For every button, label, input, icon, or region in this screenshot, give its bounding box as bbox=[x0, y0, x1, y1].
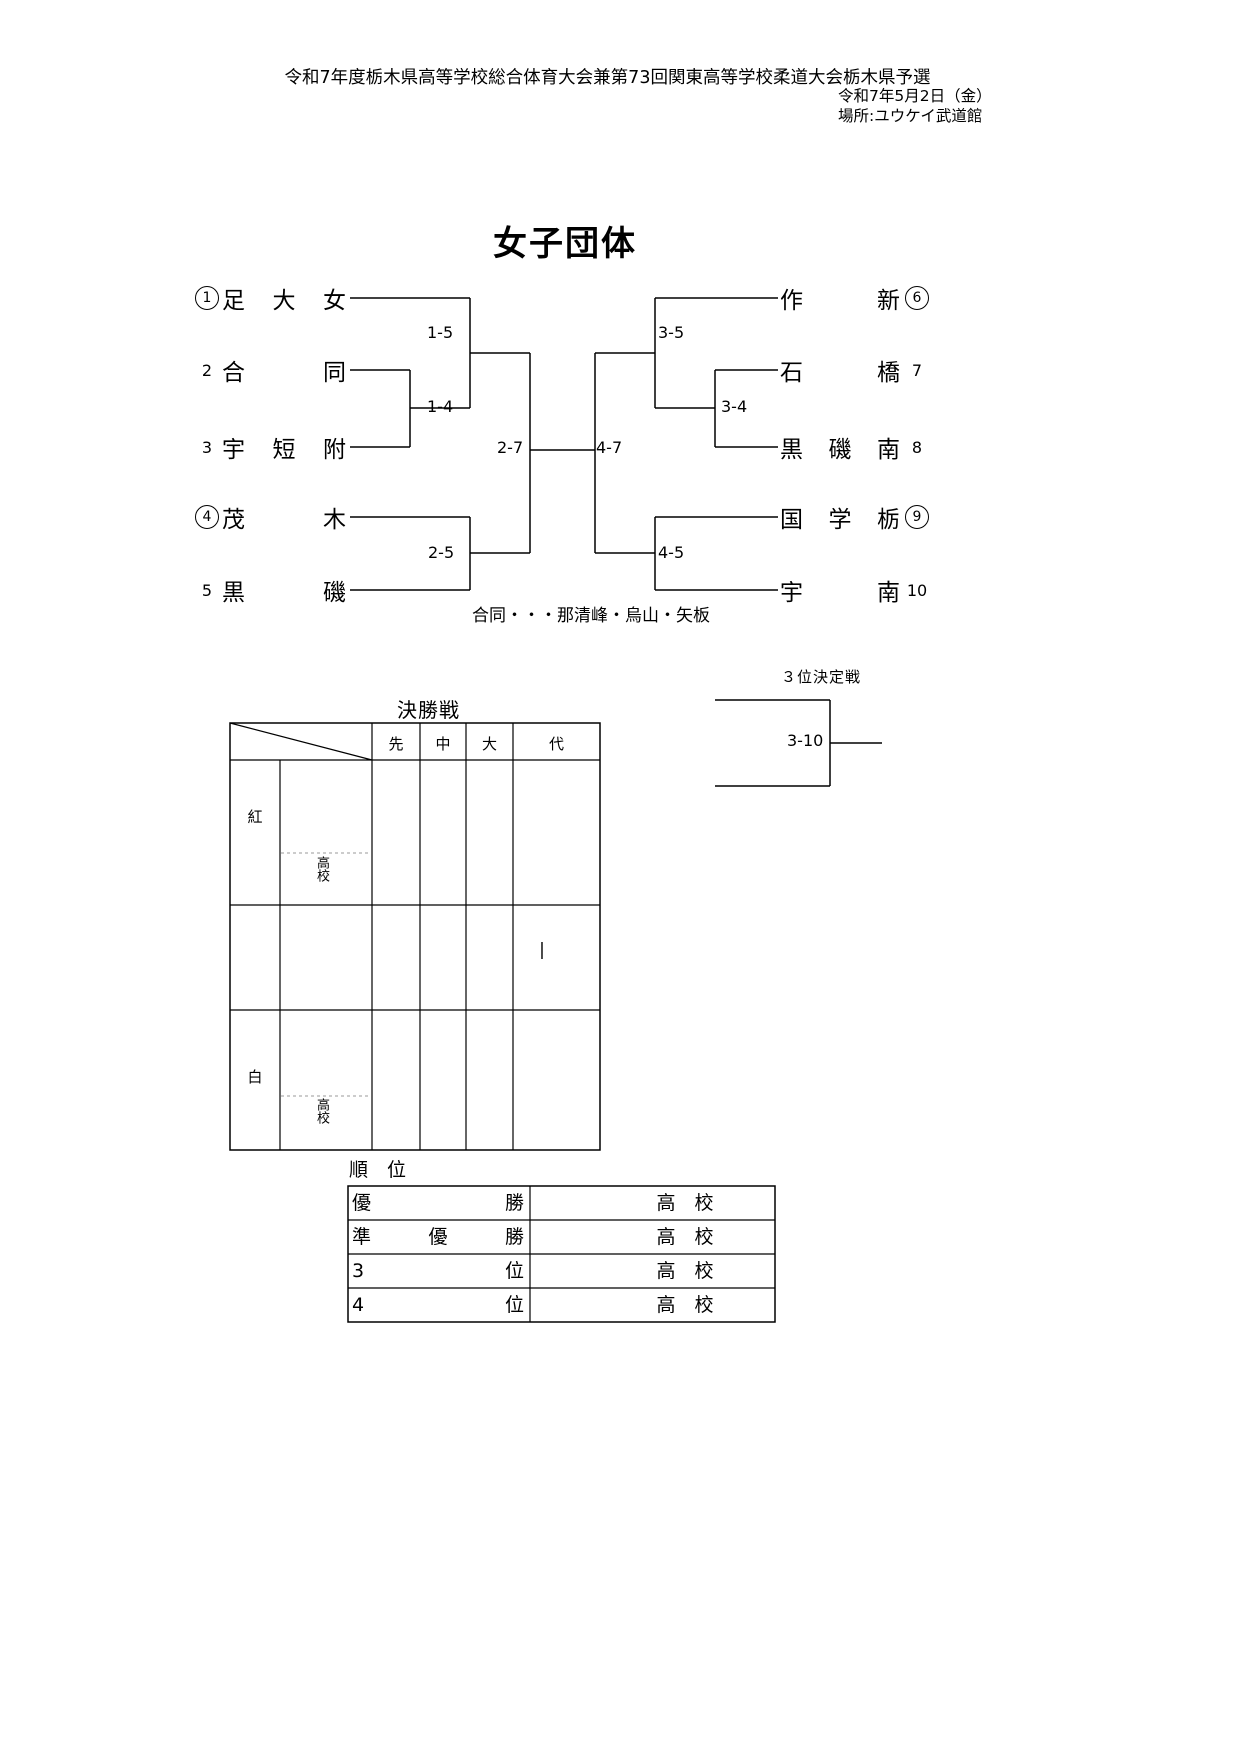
seed-number: 3 bbox=[201, 437, 213, 457]
ranking-school-4: 高 校 bbox=[656, 1294, 714, 1316]
final-col-captain: 大 bbox=[481, 735, 497, 753]
bracket-team-2: 2 合同 bbox=[192, 356, 346, 386]
match-label-4-7: 4-7 bbox=[596, 438, 623, 457]
seed-badge-circled: 9 bbox=[905, 505, 929, 529]
red-team-label: 紅 bbox=[247, 808, 263, 826]
bracket-team-7: 石橋 7 bbox=[780, 356, 934, 386]
match-label-2-7: 2-7 bbox=[497, 438, 524, 457]
ranking-rank-2: 準優勝 bbox=[352, 1226, 524, 1248]
bracket-team-9: 国学栃 9 bbox=[780, 503, 934, 533]
match-label-3-5: 3-5 bbox=[658, 323, 685, 342]
bracket-team-4: 4 茂木 bbox=[192, 503, 346, 533]
team-name: 石橋 bbox=[780, 360, 900, 386]
seed-number: 10 bbox=[906, 580, 928, 600]
team-name: 合同 bbox=[222, 360, 346, 386]
combined-team-note: 合同・・・那清峰・烏山・矢板 bbox=[472, 606, 710, 626]
seed-badge-circled: 6 bbox=[905, 286, 929, 310]
document-title: 令和7年度栃木県高等学校総合体育大会兼第73回関東高等学校柔道大会栃木県予選 bbox=[284, 68, 931, 88]
bracket-team-10: 宇南 10 bbox=[780, 576, 934, 606]
final-match-title: 決勝戦 bbox=[397, 698, 460, 722]
team-name: 宇短附 bbox=[222, 437, 346, 463]
bracket-team-6: 作新 6 bbox=[780, 284, 934, 314]
team-name: 黒磯 bbox=[222, 580, 346, 606]
bracket-team-5: 5 黒磯 bbox=[192, 576, 346, 606]
white-team-label: 白 bbox=[247, 1068, 263, 1086]
match-label-3-10: 3-10 bbox=[787, 731, 824, 750]
ranking-school-1: 高 校 bbox=[656, 1192, 714, 1214]
team-name: 宇南 bbox=[780, 580, 900, 606]
match-label-2-5: 2-5 bbox=[428, 543, 455, 562]
ranking-school-2: 高 校 bbox=[656, 1226, 714, 1248]
document-meta: 令和7年5月2日（金） 場所:ユウケイ武道館 bbox=[838, 86, 992, 126]
seed-number: 2 bbox=[201, 360, 213, 380]
ranking-rank-3: 3位 bbox=[352, 1260, 524, 1282]
final-col-middle: 中 bbox=[435, 735, 451, 753]
ranking-rank-4: 4位 bbox=[352, 1294, 524, 1316]
final-col-lead: 先 bbox=[388, 735, 404, 753]
seed-badge-circled: 1 bbox=[195, 286, 219, 310]
third-place-title: ３位決定戦 bbox=[781, 668, 862, 686]
bracket-team-3: 3 宇短附 bbox=[192, 433, 346, 463]
match-label-3-4: 3-4 bbox=[721, 397, 748, 416]
ranking-rank-1: 優勝 bbox=[352, 1192, 524, 1214]
seed-badge-circled: 4 bbox=[195, 505, 219, 529]
match-label-4-5: 4-5 bbox=[658, 543, 685, 562]
bracket-team-1: 1 足大女 bbox=[192, 284, 346, 314]
final-center-mark: | bbox=[539, 940, 545, 960]
seed-number: 7 bbox=[911, 360, 923, 380]
seed-number: 5 bbox=[201, 580, 213, 600]
final-col-substitute: 代 bbox=[548, 735, 564, 753]
red-school-suffix: 高校 bbox=[314, 856, 329, 882]
bracket-team-8: 黒磯南 8 bbox=[780, 433, 934, 463]
team-name: 黒磯南 bbox=[780, 437, 900, 463]
white-school-suffix: 高校 bbox=[314, 1098, 329, 1124]
event-title: 女子団体 bbox=[493, 224, 637, 264]
team-name: 足大女 bbox=[222, 288, 346, 314]
event-date: 令和7年5月2日（金） bbox=[838, 87, 992, 105]
team-name: 茂木 bbox=[222, 507, 346, 533]
event-venue: 場所:ユウケイ武道館 bbox=[838, 107, 983, 125]
match-label-1-4: 1-4 bbox=[427, 397, 454, 416]
ranking-school-3: 高 校 bbox=[656, 1260, 714, 1282]
seed-number: 8 bbox=[911, 437, 923, 457]
team-name: 作新 bbox=[780, 288, 900, 314]
match-label-1-5: 1-5 bbox=[427, 323, 454, 342]
team-name: 国学栃 bbox=[780, 507, 900, 533]
ranking-title: 順 位 bbox=[349, 1159, 407, 1181]
